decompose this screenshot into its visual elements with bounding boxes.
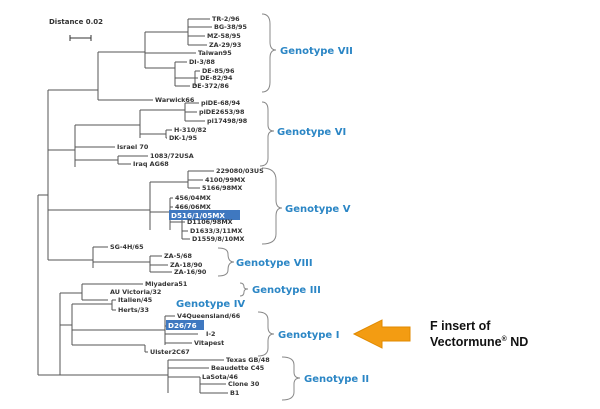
taxon-label: Vitapest	[194, 339, 224, 347]
taxon-label: ZA-29/93	[209, 41, 241, 49]
taxon-label: ZA-16/90	[174, 268, 207, 276]
taxon-labels: TR-2/96 BG-38/95 MZ-58/95 ZA-29/93 Taiwa…	[110, 15, 270, 397]
taxon-label: BG-38/95	[214, 23, 247, 31]
genotype-label-i: Genotype I	[278, 330, 339, 341]
taxon-label: AU Victoria/32	[110, 288, 161, 296]
scale-label: Distance 0.02	[49, 18, 103, 26]
orange-arrow-icon	[352, 319, 411, 349]
taxon-label: LaSota/46	[202, 373, 239, 381]
taxon-label: D1633/3/11MX	[190, 227, 242, 235]
scale-bar	[69, 35, 92, 41]
taxon-label-highlighted: D516/1/05MX	[171, 211, 225, 220]
taxon-label: Italien/45	[118, 296, 152, 304]
taxon-label: pi17498/98	[207, 117, 248, 125]
taxon-label: DE-82/94	[200, 74, 233, 82]
taxon-label: Taiwan95	[198, 49, 232, 57]
taxon-label: V4Queensland/66	[177, 312, 241, 320]
taxon-label-highlighted: D26/76	[168, 321, 197, 330]
taxon-label: DE-372/86	[192, 82, 229, 90]
taxon-label: Herts/33	[118, 306, 149, 314]
genotype-label-vi: Genotype VI	[277, 127, 346, 138]
taxon-label: 4100/99MX	[205, 176, 245, 184]
taxon-label: DE-85/96	[202, 67, 235, 75]
taxon-label: DI-3/88	[189, 58, 216, 66]
taxon-label: 466/06MX	[175, 203, 211, 211]
taxon-label: Beaudette C45	[211, 364, 264, 372]
taxon-label: piDE2653/98	[199, 108, 245, 116]
taxon-label: H-310/82	[174, 126, 207, 134]
taxon-label: 5166/98MX	[202, 184, 242, 192]
taxon-highlight	[166, 320, 204, 330]
genotype-labels: Genotype VII Genotype VI Genotype V Geno…	[176, 46, 369, 385]
taxon-label: B1	[230, 389, 239, 397]
taxon-label: D1106/98MX	[187, 218, 233, 226]
taxon-label: piDE-68/94	[201, 99, 241, 107]
taxon-label: Ulster2C67	[150, 348, 190, 356]
genotype-label-iv: Genotype IV	[176, 299, 245, 310]
callout-product-suffix: ND	[507, 335, 529, 349]
callout-registered-mark: ®	[502, 335, 508, 343]
genotype-label-iii: Genotype III	[252, 285, 321, 296]
taxon-label: I-2	[206, 330, 215, 338]
taxon-label: 1083/72USA	[150, 152, 194, 160]
taxon-label: Iraq AG68	[133, 160, 169, 168]
genotype-label-vii: Genotype VII	[280, 46, 353, 57]
taxon-label: Clone 30	[228, 380, 260, 388]
taxon-label: SG-4H/65	[110, 243, 144, 251]
taxon-label: 229080/03US	[216, 167, 264, 175]
taxon-label: 456/04MX	[175, 194, 211, 202]
taxon-label: DK-1/95	[169, 134, 197, 142]
taxon-label: ZA-18/90	[170, 261, 203, 269]
callout-line-2: Vectormune® ND	[430, 335, 528, 349]
taxon-highlight	[169, 210, 240, 220]
taxon-label: Israel 70	[117, 143, 149, 151]
taxon-label: Texas GB/48	[226, 356, 270, 364]
clade-brackets	[217, 13, 301, 401]
taxon-label: TR-2/96	[212, 15, 240, 23]
callout-product-name: Vectormune	[430, 335, 502, 349]
taxon-label: ZA-5/68	[164, 252, 192, 260]
genotype-label-ii: Genotype II	[304, 374, 369, 385]
genotype-label-v: Genotype V	[285, 204, 351, 215]
taxon-label: Warwick66	[155, 96, 195, 104]
taxon-label: Miyadera51	[145, 280, 187, 288]
taxon-label: MZ-58/95	[207, 32, 241, 40]
genotype-label-viii: Genotype VIII	[236, 258, 313, 269]
callout-line-1: F insert of	[430, 319, 491, 333]
taxon-label: D1559/8/10MX	[192, 235, 244, 243]
tree-branches	[37, 18, 228, 394]
